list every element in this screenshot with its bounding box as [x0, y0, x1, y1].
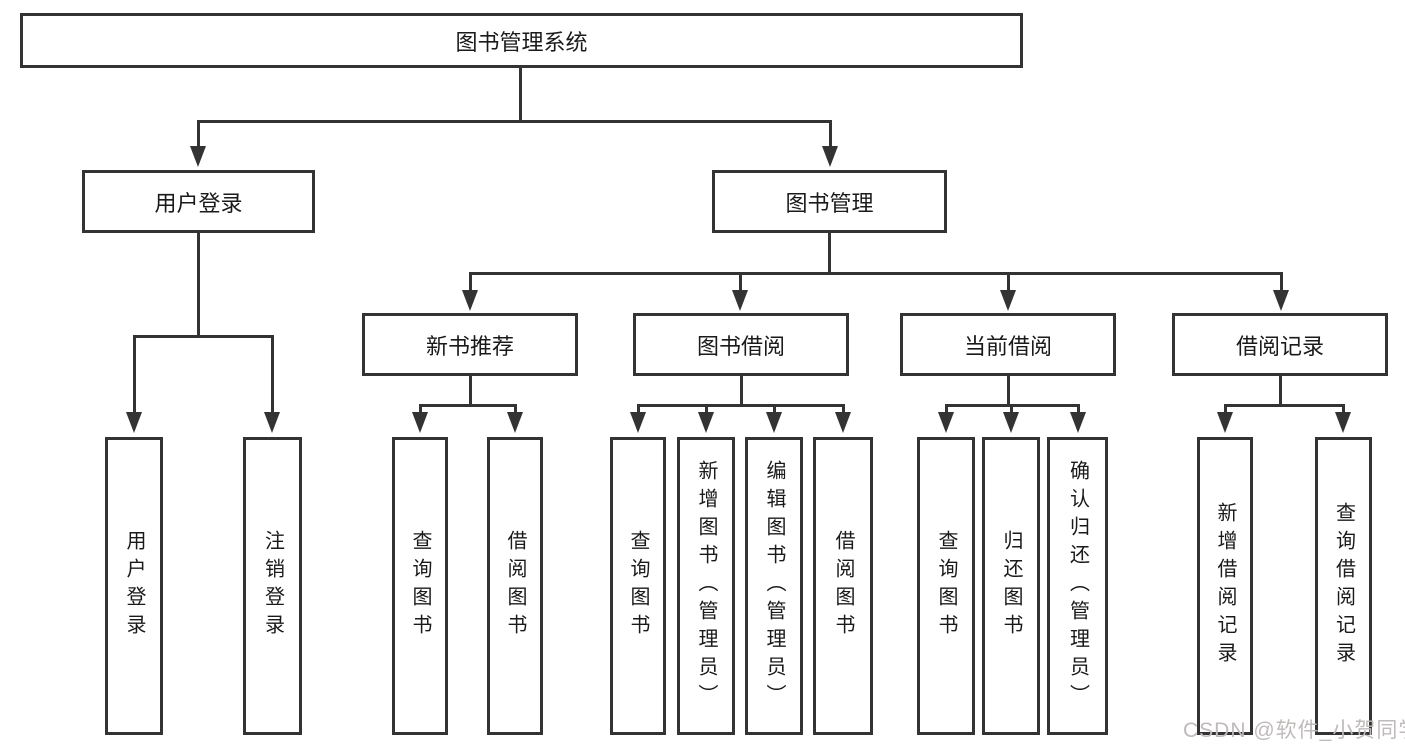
leaf-query-books-recommend-label: 查询图书: [409, 530, 431, 642]
node-user-login: 用户登录: [82, 170, 315, 233]
leaf-add-borrow-record: 新增借阅记录: [1197, 437, 1253, 735]
node-root: 图书管理系统: [20, 13, 1023, 68]
node-user-login-label: 用户登录: [154, 190, 243, 216]
connector-borrow-stub-3: [773, 404, 776, 414]
leaf-edit-book-admin: 编辑图书（管理员）: [745, 437, 803, 735]
connector-recommend-stub-2: [514, 404, 517, 414]
leaf-borrow-books-recommend: 借阅图书: [487, 437, 543, 735]
connector-recommend-vline: [469, 376, 472, 407]
leaf-query-borrow-record: 查询借阅记录: [1315, 437, 1372, 735]
connector-root-stub-left: [197, 120, 200, 148]
arrowhead-down-icon: [190, 146, 206, 167]
arrowhead-down-icon: [1335, 412, 1351, 433]
leaf-add-book-admin-label: 新增图书（管理员）: [695, 460, 717, 712]
node-current-borrow-label: 当前借阅: [963, 333, 1052, 359]
connector-login-stub-1: [133, 335, 136, 415]
connector-borrow-hline: [637, 404, 844, 407]
node-book-management: 图书管理: [712, 170, 947, 233]
leaf-user-login: 用户登录: [105, 437, 163, 735]
connector-records-stub-2: [1342, 404, 1345, 414]
connector-recommend-stub-1: [419, 404, 422, 414]
leaf-edit-book-admin-label: 编辑图书（管理员）: [763, 460, 785, 712]
connector-borrow-stub-4: [842, 404, 845, 414]
node-root-label: 图书管理系统: [455, 29, 588, 55]
arrowhead-down-icon: [698, 412, 714, 433]
arrowhead-down-icon: [462, 290, 478, 311]
connector-current-vline: [1007, 376, 1010, 407]
leaf-confirm-return-admin: 确认归还（管理员）: [1047, 437, 1108, 735]
leaf-add-borrow-record-label: 新增借阅记录: [1214, 502, 1236, 670]
connector-borrow-vline: [740, 376, 743, 407]
arrowhead-down-icon: [264, 412, 280, 433]
connector-recommend-hline: [419, 404, 517, 407]
arrowhead-down-icon: [1000, 290, 1016, 311]
node-borrow-records: 借阅记录: [1172, 313, 1388, 376]
node-new-book-recommend-label: 新书推荐: [425, 333, 514, 359]
connector-root-hline: [197, 120, 831, 123]
connector-root-stub-right: [829, 120, 832, 148]
connector-records-stub-1: [1224, 404, 1227, 414]
connector-current-stub-3: [1077, 404, 1080, 414]
connector-login-stub-2: [271, 335, 274, 415]
connector-root-vline: [519, 68, 522, 120]
arrowhead-down-icon: [822, 146, 838, 167]
connector-borrow-stub-1: [637, 404, 640, 414]
arrowhead-down-icon: [732, 290, 748, 311]
connector-mgmt-stub-2: [739, 272, 742, 292]
node-book-borrow: 图书借阅: [633, 313, 849, 376]
leaf-borrow-books: 借阅图书: [813, 437, 873, 735]
connector-records-hline: [1224, 404, 1344, 407]
arrowhead-down-icon: [938, 412, 954, 433]
arrowhead-down-icon: [630, 412, 646, 433]
node-borrow-records-label: 借阅记录: [1235, 333, 1324, 359]
connector-login-vline: [197, 233, 200, 335]
connector-current-stub-2: [1010, 404, 1013, 414]
leaf-logout: 注销登录: [243, 437, 302, 735]
leaf-confirm-return-admin-label: 确认归还（管理员）: [1066, 460, 1089, 712]
arrowhead-down-icon: [766, 412, 782, 433]
leaf-query-books-borrow: 查询图书: [610, 437, 666, 735]
arrowhead-down-icon: [1273, 290, 1289, 311]
leaf-query-books-borrow-label: 查询图书: [627, 530, 649, 642]
arrowhead-down-icon: [1070, 412, 1086, 433]
leaf-user-login-label: 用户登录: [123, 530, 145, 642]
leaf-logout-label: 注销登录: [261, 530, 284, 642]
watermark: CSDN @软件_小贺同学: [1183, 719, 1405, 742]
arrowhead-down-icon: [126, 412, 142, 433]
connector-current-stub-1: [945, 404, 948, 414]
leaf-borrow-books-label: 借阅图书: [832, 530, 854, 642]
node-book-management-label: 图书管理: [785, 190, 874, 216]
arrowhead-down-icon: [507, 412, 523, 433]
leaf-borrow-books-recommend-label: 借阅图书: [504, 530, 526, 642]
leaf-query-borrow-record-label: 查询借阅记录: [1332, 502, 1355, 670]
arrowhead-down-icon: [835, 412, 851, 433]
leaf-query-books-recommend: 查询图书: [392, 437, 448, 735]
leaf-query-books-current-label: 查询图书: [935, 530, 957, 642]
leaf-add-book-admin: 新增图书（管理员）: [677, 437, 735, 735]
leaf-query-books-current: 查询图书: [917, 437, 975, 735]
connector-mgmt-stub-4: [1280, 272, 1283, 292]
node-new-book-recommend: 新书推荐: [362, 313, 578, 376]
connector-records-vline: [1279, 376, 1282, 407]
arrowhead-down-icon: [1003, 412, 1019, 433]
connector-mgmt-hline: [469, 272, 1282, 275]
connector-borrow-stub-2: [705, 404, 708, 414]
connector-mgmt-stub-3: [1007, 272, 1010, 292]
connector-mgmt-vline: [828, 233, 831, 275]
leaf-return-book: 归还图书: [982, 437, 1040, 735]
connector-login-hline: [133, 335, 274, 338]
connector-mgmt-stub-1: [469, 272, 472, 292]
arrowhead-down-icon: [412, 412, 428, 433]
node-book-borrow-label: 图书借阅: [696, 333, 785, 359]
arrowhead-down-icon: [1217, 412, 1233, 433]
node-current-borrow: 当前借阅: [900, 313, 1116, 376]
leaf-return-book-label: 归还图书: [1000, 530, 1022, 642]
